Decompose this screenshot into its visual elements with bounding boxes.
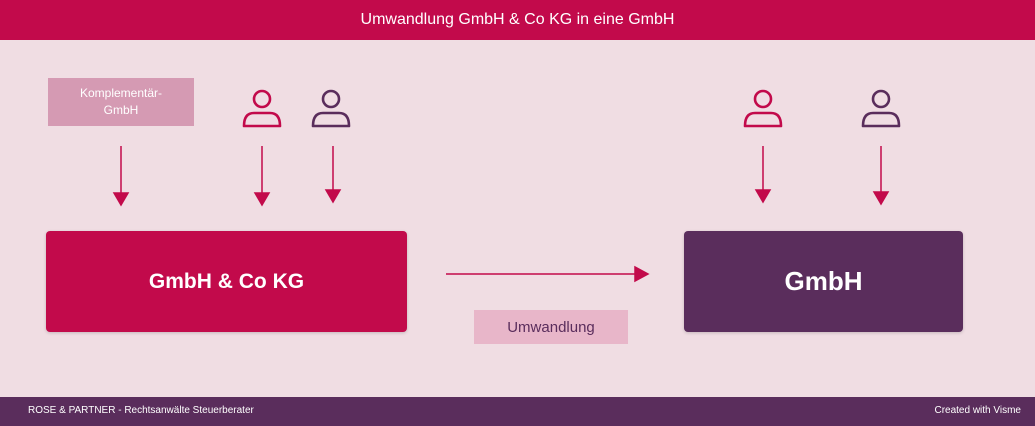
gmbh-co-kg-box: GmbH & Co KG — [46, 231, 407, 332]
footer-firm-name: ROSE & PARTNER - Rechtsanwälte Steuerber… — [28, 405, 254, 416]
person-icon-plum — [861, 89, 901, 128]
footer-bar: ROSE & PARTNER - Rechtsanwälte Steuerber… — [0, 397, 1035, 426]
gmbh-co-kg-label: GmbH & Co KG — [148, 269, 305, 293]
arrowhead-down — [253, 192, 271, 207]
gmbh-box: GmbH — [684, 231, 963, 332]
diagram-title: Umwandlung GmbH & Co KG in eine GmbH — [360, 11, 675, 28]
arrowhead-down — [324, 189, 342, 204]
arrowhead-down — [112, 192, 130, 207]
umwandlung-label: Umwandlung — [474, 310, 628, 344]
person-icon-crimson — [242, 89, 282, 128]
person-icon-plum — [311, 89, 351, 128]
diagram-title-bar: Umwandlung GmbH & Co KG in eine GmbH — [0, 0, 1035, 40]
footer-credit: Created with Visme — [934, 405, 1021, 416]
gmbh-label: GmbH — [784, 266, 863, 296]
arrowhead-right — [634, 265, 650, 283]
arrowhead-down — [754, 189, 772, 204]
komplementaer-gmbh-badge: Komplementär- GmbH — [48, 78, 194, 126]
person-icon-crimson — [743, 89, 783, 128]
arrowhead-down — [872, 191, 890, 206]
